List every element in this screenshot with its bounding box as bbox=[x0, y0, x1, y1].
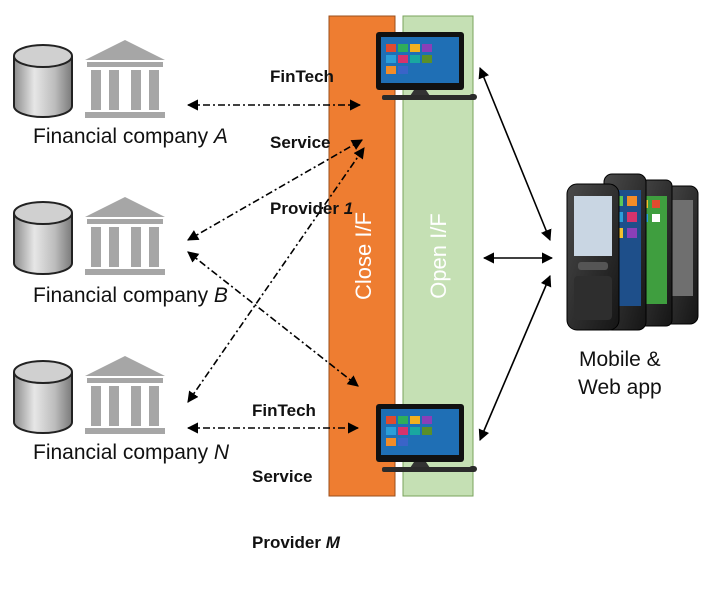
connection-arrows bbox=[186, 66, 554, 442]
close-interface-label: Close I/F bbox=[351, 211, 376, 301]
database-icon bbox=[13, 44, 73, 118]
company-label-prefix: Financial company bbox=[33, 284, 214, 307]
open-interface-label: Open I/F bbox=[426, 213, 451, 299]
provider-label-1: FinTech Service Provider 1 bbox=[270, 22, 353, 264]
mobile-line: Mobile & bbox=[578, 348, 661, 371]
desktop-computer-icon bbox=[376, 404, 477, 472]
company-label-prefix: Financial company bbox=[33, 125, 214, 148]
provider-line: Service bbox=[252, 467, 313, 486]
company-label-b: Financial company B bbox=[33, 284, 228, 308]
provider-label-m: FinTech Service Provider M bbox=[252, 356, 340, 598]
provider-line: Service bbox=[270, 133, 331, 152]
provider-word: Provider bbox=[252, 533, 326, 552]
bank-icon bbox=[85, 356, 165, 434]
arrow-providerm-mobile bbox=[478, 274, 552, 442]
provider-letter: M bbox=[325, 533, 340, 552]
provider-word: Provider bbox=[270, 199, 344, 218]
company-label-n: Financial company N bbox=[33, 441, 229, 465]
provider-line: FinTech bbox=[270, 67, 334, 86]
provider-letter: 1 bbox=[343, 199, 354, 218]
database-icon bbox=[13, 201, 73, 275]
company-label-a: Financial company A bbox=[33, 125, 228, 149]
mobile-web-app-label: Mobile & Web app bbox=[578, 346, 662, 402]
database-icon bbox=[13, 360, 73, 434]
provider-line: Provider 1 bbox=[270, 198, 353, 220]
company-label-prefix: Financial company bbox=[33, 441, 214, 464]
smartphones-icon bbox=[566, 173, 699, 331]
desktop-computer-icon bbox=[376, 32, 477, 100]
provider-line: Provider M bbox=[252, 532, 340, 554]
company-letter: A bbox=[213, 125, 228, 148]
company-letter: N bbox=[213, 441, 230, 464]
arrow-provider1-mobile bbox=[478, 66, 552, 242]
bank-icon bbox=[85, 197, 165, 275]
arrow-n-provider1 bbox=[187, 147, 365, 403]
bank-icon bbox=[85, 40, 165, 118]
diagram: Financial company A Financial company B … bbox=[13, 15, 699, 552]
mobile-line: Web app bbox=[578, 376, 662, 399]
diagram-canvas bbox=[13, 15, 699, 497]
company-letter: B bbox=[213, 284, 228, 307]
provider-line: FinTech bbox=[252, 401, 316, 420]
